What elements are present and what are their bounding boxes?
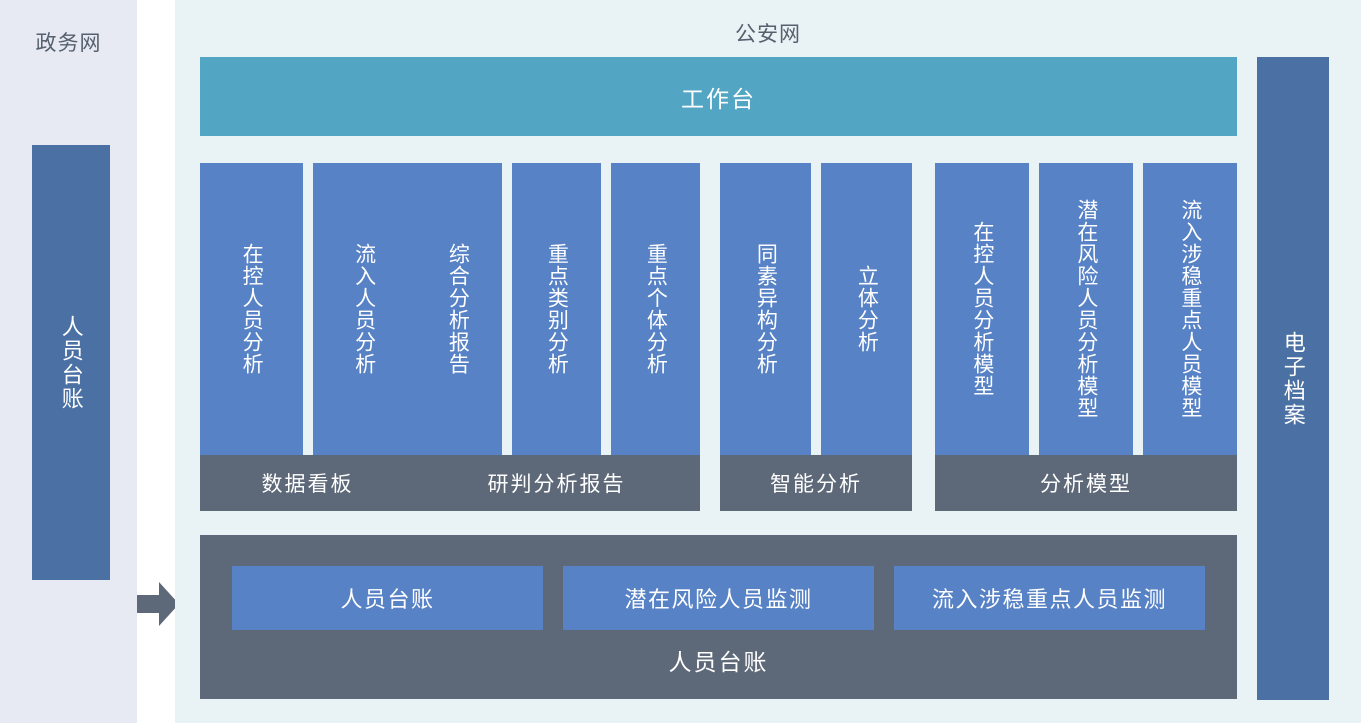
column-module[interactable]: 立体分析 <box>821 163 912 455</box>
personnel-ledger-source-bar[interactable]: 人员台账 <box>32 145 110 580</box>
government-network-title: 政务网 <box>35 32 102 55</box>
ledger-card[interactable]: 人员台账 <box>232 566 543 630</box>
column-module[interactable]: 同素异构分析 <box>720 163 811 455</box>
group-intelligent-analysis: 同素异构分析 立体分析 智能分析 <box>720 163 912 511</box>
column-module[interactable]: 综合分析报告 <box>413 163 502 455</box>
group-analysis-report: 综合分析报告 重点类别分析 重点个体分析 研判分析报告 <box>413 163 700 511</box>
workbench-bar[interactable]: 工作台 <box>200 57 1237 136</box>
column-module[interactable]: 在控人员分析模型 <box>935 163 1029 455</box>
flow-arrow <box>137 582 179 626</box>
group-data-dashboard: 在控人员分析 流入人员分析 数据看板 <box>200 163 415 511</box>
column-module[interactable]: 流入人员分析 <box>312 163 415 455</box>
group-band-label: 分析模型 <box>935 455 1237 511</box>
group-band-label: 研判分析报告 <box>413 455 700 511</box>
group-columns: 在控人员分析模型 潜在风险人员分析模型 流入涉稳重点人员模型 <box>935 163 1237 455</box>
group-columns: 综合分析报告 重点类别分析 重点个体分析 <box>413 163 700 455</box>
group-band-label: 数据看板 <box>200 455 415 511</box>
ledger-card[interactable]: 潜在风险人员监测 <box>563 566 874 630</box>
module-groups: 在控人员分析 流入人员分析 数据看板 综合分析报告 重点类别分析 重点个体分析 … <box>175 163 1361 511</box>
ledger-panel-caption: 人员台账 <box>668 649 769 675</box>
group-band-label: 智能分析 <box>720 455 912 511</box>
arrow-right-icon <box>137 582 179 626</box>
column-module[interactable]: 流入涉稳重点人员模型 <box>1143 163 1237 455</box>
public-security-network-zone: 公安网 工作台 在控人员分析 流入人员分析 数据看板 综合分析报告 重点类别分析… <box>175 0 1361 723</box>
column-module[interactable]: 潜在风险人员分析模型 <box>1039 163 1133 455</box>
personnel-ledger-panel: 人员台账 潜在风险人员监测 流入涉稳重点人员监测 人员台账 <box>200 535 1237 699</box>
government-network-zone: 政务网 人员台账 <box>0 0 137 723</box>
group-columns: 在控人员分析 流入人员分析 <box>200 163 415 455</box>
public-security-network-title: 公安网 <box>735 23 801 46</box>
electronic-archives-bar[interactable]: 电子档案 <box>1257 57 1329 700</box>
column-module[interactable]: 在控人员分析 <box>200 163 303 455</box>
column-module[interactable]: 重点个体分析 <box>611 163 700 455</box>
ledger-card-row: 人员台账 潜在风险人员监测 流入涉稳重点人员监测 <box>232 566 1205 630</box>
group-analysis-models: 在控人员分析模型 潜在风险人员分析模型 流入涉稳重点人员模型 分析模型 <box>935 163 1237 511</box>
ledger-card[interactable]: 流入涉稳重点人员监测 <box>894 566 1205 630</box>
column-module[interactable]: 重点类别分析 <box>512 163 601 455</box>
group-columns: 同素异构分析 立体分析 <box>720 163 912 455</box>
